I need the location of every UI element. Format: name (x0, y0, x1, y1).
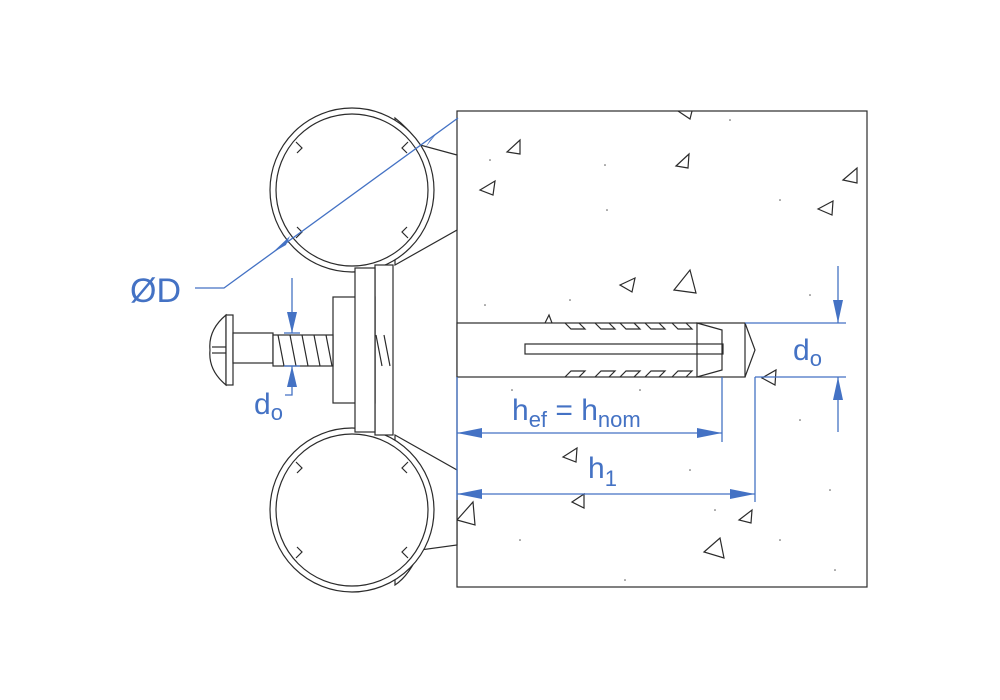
dimension-drill-diameter-right: do (745, 266, 846, 432)
drill-diameter-subscript: o (271, 400, 283, 425)
dowel (456, 322, 756, 378)
svg-text:do: do (254, 388, 283, 425)
dimension-drill-diameter-left: do (254, 278, 300, 425)
screw (209, 313, 391, 387)
hole-depth-label: h (588, 452, 605, 485)
dimension-effective-depth: hef = hnom (456, 377, 723, 500)
effective-depth-label: h (512, 394, 529, 427)
svg-text:h1: h1 (588, 452, 617, 491)
dimension-hole-depth: h1 (457, 377, 756, 502)
drill-diameter-subscript: o (810, 346, 822, 371)
aggregate-dots (484, 119, 836, 581)
pipe-clamp (269, 107, 458, 593)
drill-diameter-label: d (254, 388, 271, 421)
diameter-label: ØD (130, 272, 181, 310)
dimension-diameter: ØD (130, 117, 459, 310)
aggregate-triangles (455, 110, 858, 559)
svg-text:do: do (793, 334, 822, 371)
svg-text:hef = hnom: hef = hnom (512, 394, 641, 432)
concrete-base (455, 110, 868, 588)
drill-diameter-label: d (793, 334, 810, 367)
